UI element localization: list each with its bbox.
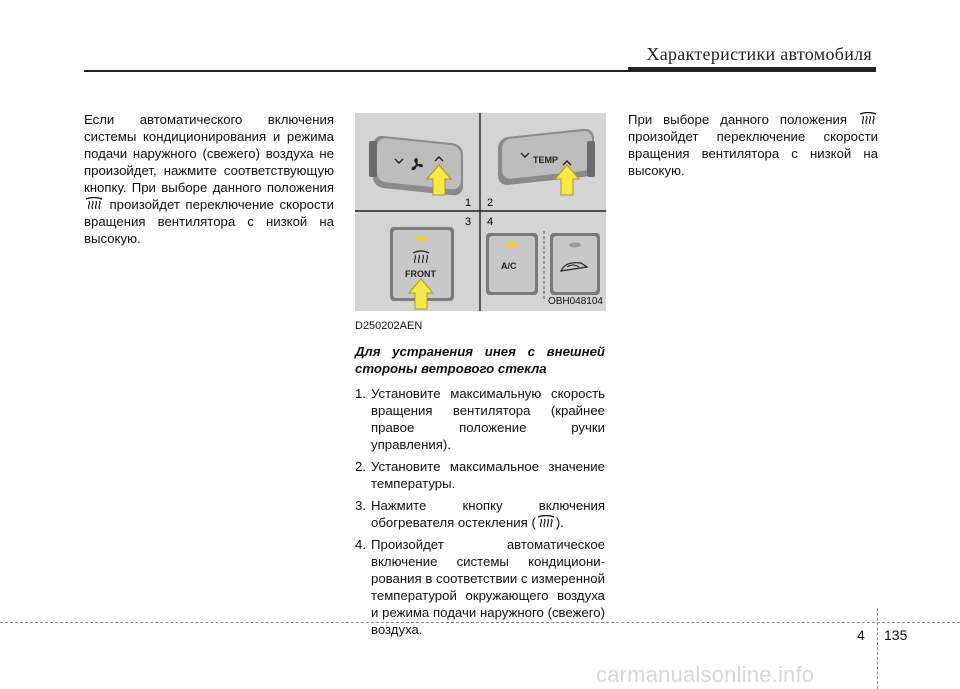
left-text-part1: Если автоматического включения системы к… [84, 112, 334, 195]
footer-divider [877, 608, 878, 689]
callout-2: 2 [487, 197, 493, 209]
recirculation-button [550, 233, 600, 295]
list-item: 4. Произойдет автоматическое включение с… [355, 537, 605, 637]
footer-rule [0, 622, 960, 623]
fan-icon [411, 158, 423, 171]
column-middle-text: D250202AEN Для устранения инея с внешней… [355, 318, 605, 643]
front-defrost-button: FRONT [390, 227, 454, 310]
front-defrost-icon [536, 515, 556, 529]
section-title: Характеристики автомобиля [646, 44, 872, 64]
right-text-part1: При выборе данного положения [628, 112, 848, 127]
figure-code: OBH048104 [547, 296, 603, 307]
air-recirculation-icon [560, 262, 589, 272]
list-item: 1. Установите максимальную скорость вращ… [355, 386, 605, 452]
front-defrost-icon [858, 112, 878, 126]
chapter-number: 4 [857, 627, 865, 643]
column-left-text: Если автоматического включения системы к… [84, 111, 334, 247]
callout-3: 3 [465, 216, 471, 228]
right-text-part2: произойдет переключение скорости вращени… [628, 129, 878, 178]
list-item: 2. Установите максимальное значение темп… [355, 459, 605, 491]
left-text-part2: произойдет переключение скорости вращени… [84, 197, 334, 246]
temperature-control: TEMP [498, 128, 595, 196]
ac-button: A/C [486, 233, 538, 295]
callout-4: 4 [487, 216, 493, 228]
ac-label: A/C [501, 261, 517, 271]
page-number: 135 [884, 627, 908, 643]
list-item: 3. Нажмите кнопку включения обогревателя… [355, 498, 605, 530]
front-defrost-icon [84, 197, 104, 211]
header-rule-accent [628, 67, 876, 72]
front-label: FRONT [405, 269, 436, 279]
climate-control-figure: TEMP 1 2 3 4 FRONT A/C [355, 113, 606, 311]
steps-list: 1. Установите максимальную скорость вращ… [355, 385, 605, 638]
climate-panel-illustration: TEMP 1 2 3 4 FRONT A/C [355, 113, 606, 311]
header-rule [84, 70, 876, 72]
column-right-text: При выборе данного положения произойдет … [628, 111, 878, 179]
fan-speed-control [369, 135, 463, 196]
temp-label: TEMP [533, 155, 558, 165]
watermark: carmanualsonline.info [596, 662, 815, 687]
callout-1: 1 [465, 197, 471, 209]
subheading: Для устранения инея с внешней стороны ве… [355, 344, 605, 376]
section-code: D250202AEN [355, 320, 423, 332]
